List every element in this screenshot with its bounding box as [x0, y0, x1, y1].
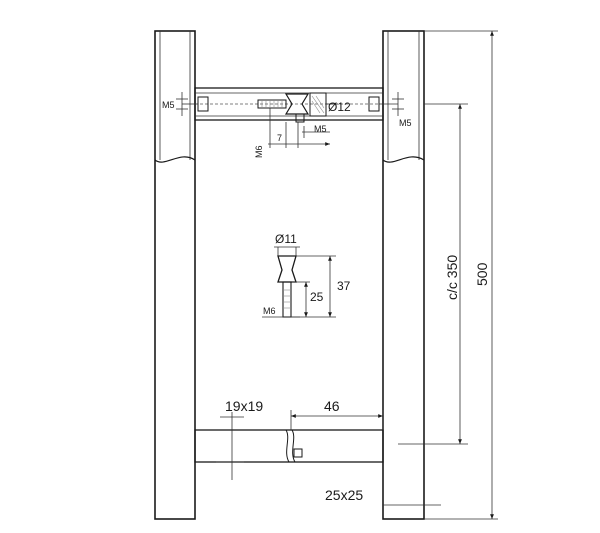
- bottom-crossbar: [194, 429, 384, 463]
- cc350-label: c/c 350: [444, 255, 460, 300]
- twenty-five-label: 25: [310, 290, 324, 304]
- nineteen-label: 19x19: [225, 398, 263, 414]
- forty-six-label: 46: [324, 398, 340, 414]
- bottom-dimensions: [216, 410, 441, 506]
- dia12-label: Ø12: [328, 100, 351, 114]
- thirty-seven-label: 37: [337, 279, 351, 293]
- seven-label: 7: [277, 133, 282, 143]
- m6-detail-label: M6: [263, 306, 276, 316]
- left-post: [154, 30, 196, 520]
- five-hundred-label: 500: [474, 262, 490, 286]
- right-post: [382, 30, 425, 520]
- right-dimensions: [398, 30, 498, 520]
- m6-top-label: M6: [254, 145, 264, 158]
- top-dimensions: [176, 92, 404, 148]
- top-connector: [182, 87, 398, 123]
- m5-right-label: M5: [399, 118, 412, 128]
- dia11-label: Ø11: [275, 232, 297, 246]
- m5-mid-label: M5: [314, 124, 327, 134]
- m5-left-label: M5: [162, 100, 175, 110]
- spacer-detail: [262, 246, 336, 318]
- twentyfive-sq-label: 25x25: [325, 487, 363, 503]
